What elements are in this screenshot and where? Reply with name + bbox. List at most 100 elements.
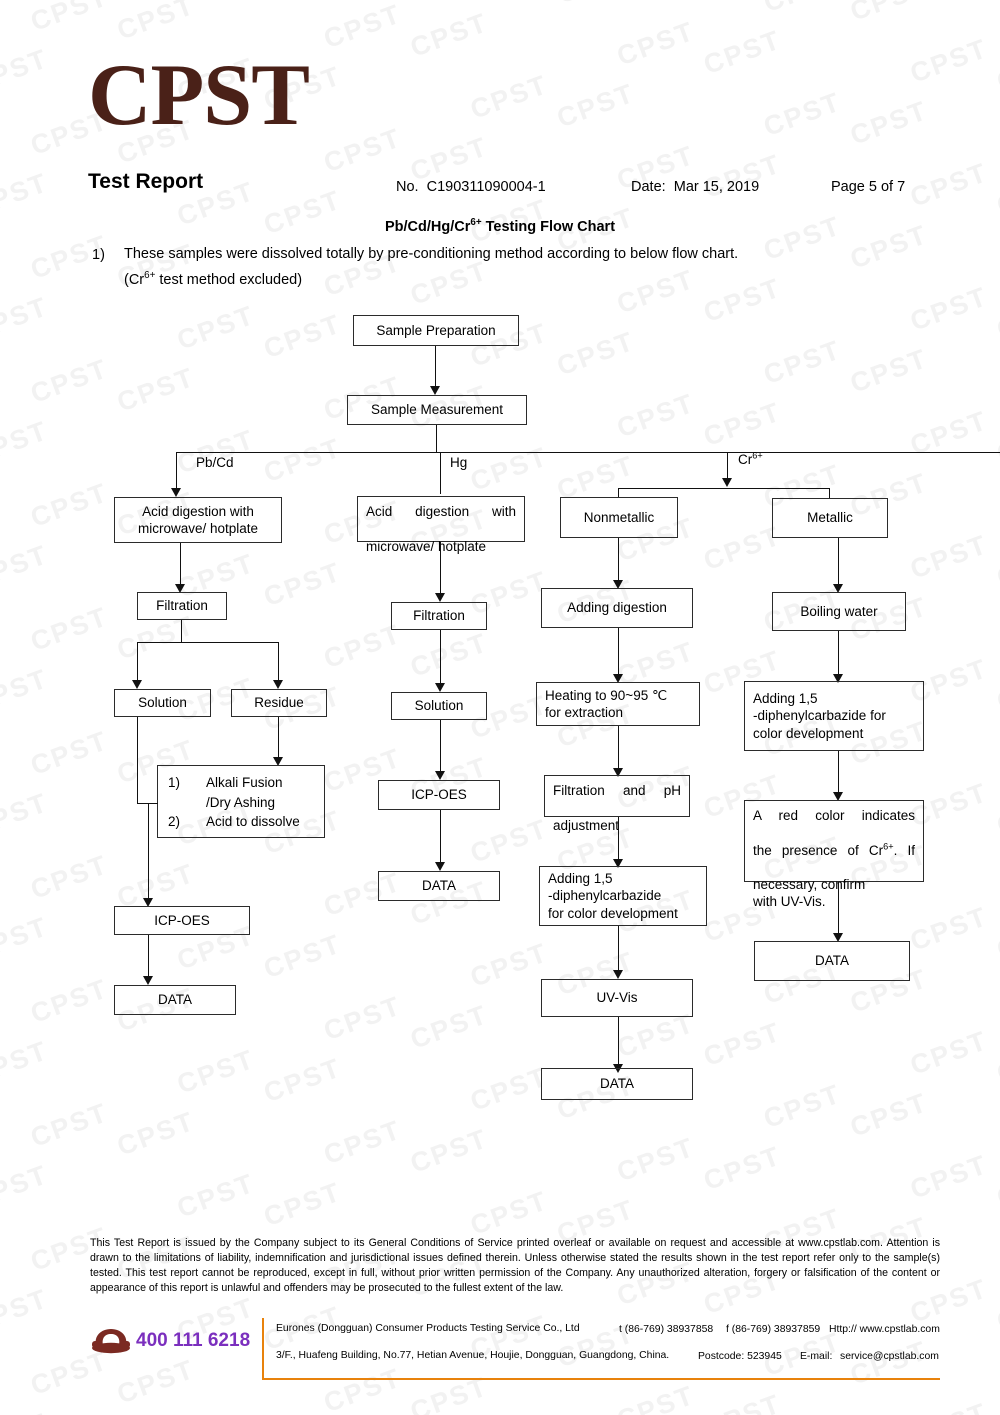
node-red-color-result: A red color indicates the presence of Cr…: [744, 800, 924, 909]
connector-solution-down: [137, 717, 139, 803]
connector-adding-to-uvvis: [618, 926, 620, 970]
connector-pbcd-drop: [176, 452, 178, 488]
branch-label-hg: Hg: [450, 455, 468, 470]
node-hg-solution: Solution: [391, 692, 487, 720]
connector-pbcd-to-solution: [137, 642, 139, 680]
report-date: Date: Mar 15, 2019: [631, 179, 759, 195]
arrow-pbcd-icp: [143, 898, 153, 907]
node-pbcd-acid-digestion: Acid digestion with microwave/ hotplate: [114, 497, 282, 543]
arrow-metallic-data: [833, 933, 843, 942]
node-metallic-adding-dpc: Adding 1,5 -diphenylcarbazide for color …: [744, 681, 924, 751]
node-sample-preparation: Sample Preparation: [353, 315, 519, 346]
arrow-heating: [613, 674, 623, 683]
footer-rule: [262, 1378, 940, 1380]
report-number-value: C190311090004-1: [426, 179, 546, 195]
footer-divider: [262, 1318, 264, 1378]
arrow-prep-to-measure: [430, 386, 440, 395]
cpst-logo: CPST: [88, 47, 310, 144]
connector-hg-solution-to-icp: [440, 720, 442, 771]
connector-pbcd-split: [137, 642, 279, 644]
node-nonmetallic-data: DATA: [541, 1068, 693, 1100]
list-item: /Dry Ashing: [206, 794, 276, 810]
connector-hg-icp-to-data: [440, 810, 442, 862]
node-pbcd-filtration: Filtration: [137, 592, 227, 620]
connector-merge-to-icp: [148, 803, 150, 898]
node-hg-data: DATA: [378, 871, 500, 901]
footer-address: 3/F., Huafeng Building, No.77, Hetian Av…: [276, 1350, 670, 1361]
arrow-nonmetallic-digestion: [613, 580, 623, 589]
node-pbcd-dissolution-steps: 1) Alkali Fusion /Dry Ashing 2) Acid to …: [157, 765, 325, 838]
connector-cr-to-nonmetallic: [618, 488, 620, 497]
connector-metallic-adding-to-red: [838, 751, 840, 792]
connector-branch-bus: [176, 452, 1000, 454]
arrow-nonmetallic-adding: [613, 859, 623, 868]
list-item: 1) Alkali Fusion: [168, 775, 283, 790]
footer-tel: t (86-769) 38937858: [619, 1324, 714, 1335]
report-number: No. C190311090004-1: [396, 179, 546, 195]
footer-email-label: E-mail:: [800, 1351, 833, 1362]
node-pbcd-icp-oes: ICP-OES: [114, 906, 250, 935]
arrow-pbcd-residue: [273, 680, 283, 689]
connector-hg-acid-to-filtration: [440, 542, 442, 593]
connector-pbcd-to-residue: [278, 642, 280, 680]
node-sample-measurement: Sample Measurement: [347, 395, 527, 425]
node-heating: Heating to 90~95 ℃ for extraction: [536, 682, 700, 726]
red-line-2: the presence of Cr6+. If: [753, 841, 915, 858]
node-nonmetallic: Nonmetallic: [560, 497, 678, 538]
footer-company-name: Eurones (Dongguan) Consumer Products Tes…: [276, 1323, 580, 1334]
node-pbcd-residue: Residue: [231, 689, 327, 717]
node-adding-digestion: Adding digestion: [541, 588, 693, 628]
connector-list-merge: [137, 803, 158, 805]
connector-red-to-data: [838, 882, 840, 933]
report-date-value: Mar 15, 2019: [673, 179, 760, 195]
telephone-icon: [92, 1329, 130, 1354]
connector-metallic-to-boiling: [838, 538, 840, 584]
arrow-nonmetallic-filtration: [613, 768, 623, 777]
connector-cr-drop: [727, 452, 729, 480]
arrow-hg-filtration: [435, 593, 445, 602]
connector-cr-to-metallic: [829, 488, 831, 498]
connector-uvvis-to-data: [618, 1017, 620, 1064]
footer-postcode: Postcode: 523945: [698, 1351, 782, 1362]
connector-pbcd-icp-to-data: [148, 935, 150, 976]
arrow-pbcd-data: [143, 976, 153, 985]
arrow-uvvis: [613, 970, 623, 979]
report-date-label: Date:: [631, 179, 666, 195]
note-line-2: (Cr6+ test method excluded): [124, 270, 303, 288]
connector-measure-trunk: [436, 425, 438, 453]
connector-prep-to-measure: [435, 346, 437, 386]
arrow-residue-to-list: [273, 757, 283, 766]
connector-heating-to-filtration: [618, 726, 620, 768]
node-hg-acid-digestion: Acid digestion with microwave/ hotplate: [357, 496, 525, 554]
node-boiling-water: Boiling water: [772, 592, 906, 631]
note-number: 1): [92, 247, 105, 263]
page-indicator: Page 5 of 7: [831, 179, 906, 195]
connector-nonmetallic-to-digestion: [618, 538, 620, 580]
branch-label-pbcd: Pb/Cd: [196, 455, 234, 470]
arrow-pbcd-filtration: [175, 584, 185, 593]
arrow-red-color: [833, 792, 843, 801]
node-metallic-data: DATA: [754, 941, 910, 981]
connector-hg-filtration-to-solution: [440, 630, 442, 683]
arrow-hg-icp: [435, 771, 445, 780]
connector-hg-drop: [440, 452, 442, 494]
footer-website: Http:// www.cpstlab.com: [829, 1324, 940, 1335]
list-item: 2) Acid to dissolve: [168, 814, 300, 830]
hotline-number: 400 111 6218: [136, 1330, 251, 1351]
flow-chart-heading: Pb/Cd/Hg/Cr6+ Testing Flow Chart: [384, 217, 616, 235]
connector-pbcd-acid-to-filtration: [180, 543, 182, 584]
connector-digestion-to-heating: [618, 628, 620, 674]
connector-residue-to-list: [278, 717, 280, 757]
arrow-cr: [722, 478, 732, 487]
report-number-label: No.: [396, 179, 419, 195]
node-hg-filtration: Filtration: [391, 602, 487, 630]
node-nonmetallic-adding-dpc: Adding 1,5 -diphenylcarbazide for color …: [539, 866, 707, 926]
branch-label-cr: Cr6+: [738, 450, 763, 467]
arrow-pbcd-solution: [132, 680, 142, 689]
arrow-metallic-adding: [833, 674, 843, 683]
connector-cr-subbus: [618, 488, 830, 490]
connector-pbcd-filtration-down: [181, 620, 183, 642]
footer-email: service@cpstlab.com: [840, 1351, 939, 1362]
node-uv-vis: UV-Vis: [541, 979, 693, 1017]
note-line-1: These samples were dissolved totally by …: [124, 246, 739, 262]
